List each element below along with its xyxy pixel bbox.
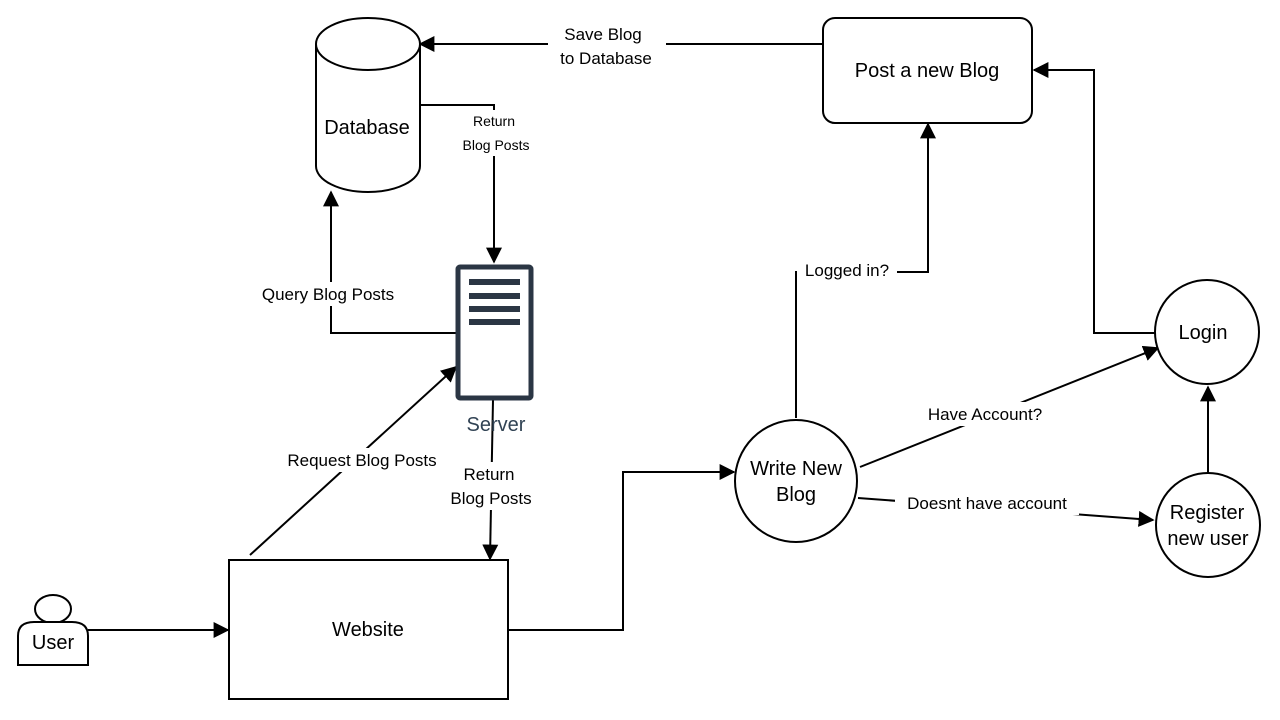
edge-return-blog-posts-db: Return Blog Posts <box>420 104 534 264</box>
edge-logged-in: Logged in? <box>795 122 936 418</box>
database-node: Database <box>315 17 421 193</box>
no-account-label: Doesnt have account <box>907 494 1067 513</box>
edge-website-to-write-blog <box>508 464 736 631</box>
user-label: User <box>32 632 75 654</box>
edge-have-account: Have Account? <box>859 345 1160 468</box>
user-icon <box>17 594 89 666</box>
logged-in-label: Logged in? <box>805 261 889 280</box>
return-server-label-2: Blog Posts <box>450 489 531 508</box>
edge-doesnt-have-account: Doesnt have account <box>857 491 1155 527</box>
request-label: Request Blog Posts <box>287 451 436 470</box>
user-node: User <box>17 594 89 666</box>
database-label: Database <box>324 117 410 139</box>
return-db-label-1: Return <box>473 113 515 129</box>
login-node: Login <box>1154 279 1260 385</box>
website-label: Website <box>332 619 404 641</box>
have-account-label: Have Account? <box>928 405 1042 424</box>
server-node: Server <box>455 264 534 436</box>
login-label: Login <box>1179 322 1228 344</box>
write-blog-node: Write New Blog <box>734 419 858 543</box>
save-blog-label-2: to Database <box>560 49 652 68</box>
post-blog-node: Post a new Blog <box>822 17 1033 124</box>
return-server-label-1: Return <box>463 465 514 484</box>
edge-request-blog-posts: Request Blog Posts <box>249 365 458 556</box>
edge-return-blog-posts-server: Return Blog Posts <box>442 399 540 561</box>
save-blog-label-1: Save Blog <box>564 25 642 44</box>
post-blog-label: Post a new Blog <box>855 60 1000 82</box>
register-node: Register new user <box>1155 472 1261 578</box>
query-label: Query Blog Posts <box>262 285 394 304</box>
write-blog-label-2: Blog <box>776 484 816 506</box>
register-label-1: Register <box>1170 502 1245 524</box>
return-db-label-2: Blog Posts <box>463 137 530 153</box>
register-label-2: new user <box>1167 528 1248 550</box>
server-label: Server <box>467 414 526 436</box>
edge-query-blog-posts: Query Blog Posts <box>250 190 456 334</box>
edge-login-to-post <box>1032 62 1155 334</box>
write-blog-label-1: Write New <box>750 458 842 480</box>
website-node: Website <box>228 559 509 700</box>
server-icon <box>455 264 534 401</box>
edge-save-blog: Save Blog to Database <box>418 22 822 70</box>
